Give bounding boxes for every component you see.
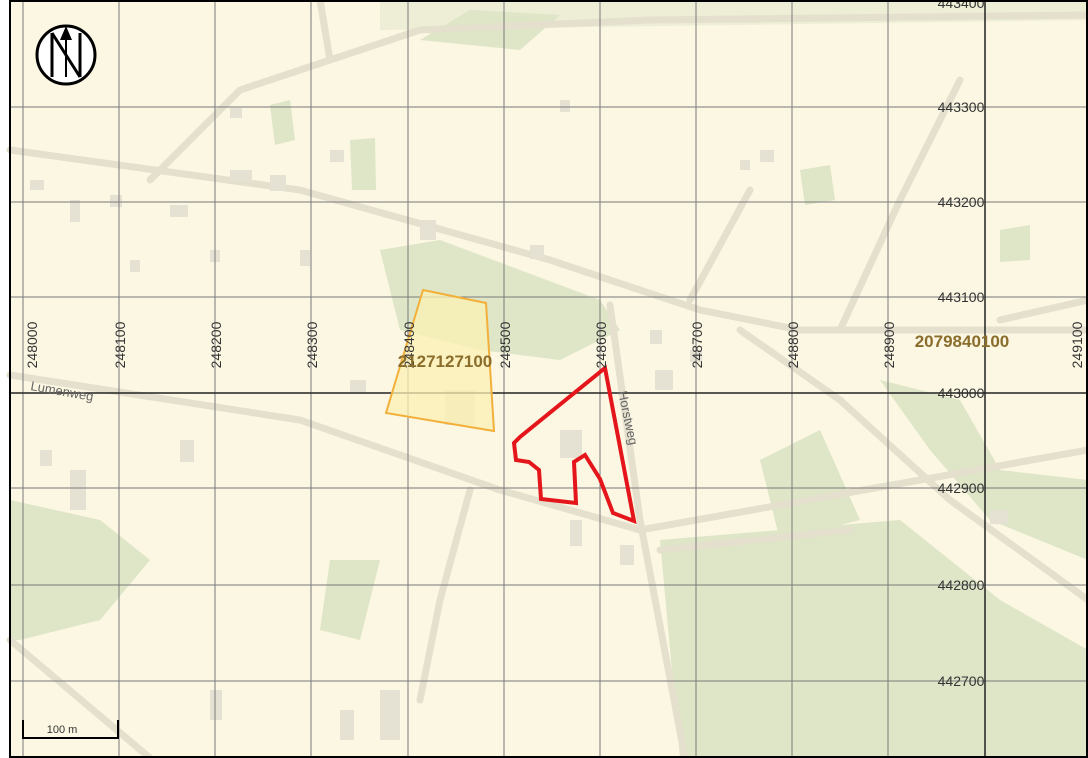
- x-tick: 248700: [689, 321, 705, 368]
- x-tick: 248800: [785, 321, 801, 368]
- y-tick: 443300: [938, 99, 985, 115]
- scale-bar: 100 m: [22, 720, 119, 739]
- parcel-label-2079840100: 2079840100: [915, 332, 1010, 351]
- green-areas: [10, 0, 1088, 758]
- y-tick: 443000: [938, 385, 985, 401]
- y-tick: 442800: [938, 577, 985, 593]
- x-tick: 249100: [1069, 321, 1085, 368]
- x-tick: 248300: [304, 321, 320, 368]
- coordinate-grid: [10, 0, 1088, 758]
- y-axis-labels: 443400 443300 443200 443100 443000 44290…: [938, 0, 985, 689]
- scale-bar-label: 100 m: [47, 724, 78, 736]
- parcel-2127127100[interactable]: [384, 288, 496, 433]
- parcel-label-2127127100: 2127127100: [398, 352, 493, 371]
- x-tick: 248200: [208, 321, 224, 368]
- y-tick: 442900: [938, 480, 985, 496]
- x-tick: 248400: [401, 321, 417, 368]
- x-tick: 248100: [112, 321, 128, 368]
- roads: [6, 0, 1088, 758]
- x-tick: 248500: [497, 321, 513, 368]
- buildings: [30, 100, 1008, 740]
- x-axis-labels: 248000 248100 248200 248300 248400 24850…: [24, 321, 1085, 368]
- y-tick: 443100: [938, 289, 985, 305]
- highlighted-plot[interactable]: [511, 364, 637, 525]
- north-arrow-icon: [35, 24, 97, 86]
- x-tick: 248900: [881, 321, 897, 368]
- y-tick: 442700: [938, 673, 985, 689]
- x-tick: 248600: [593, 321, 609, 368]
- main-axes: [10, 0, 1088, 758]
- y-tick: 443200: [938, 194, 985, 210]
- y-tick: 443400: [938, 0, 985, 11]
- map-frame: [9, 0, 1088, 758]
- x-tick: 248000: [24, 321, 40, 368]
